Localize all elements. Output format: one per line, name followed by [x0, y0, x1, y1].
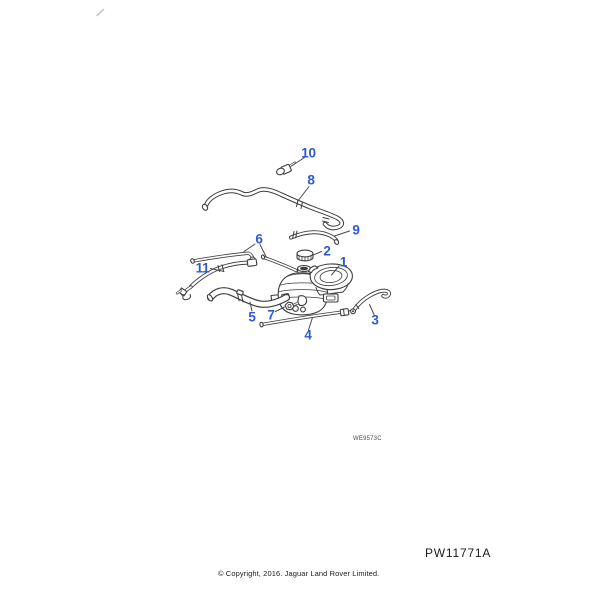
callout-10: 10 [301, 144, 316, 160]
part-1-expansion-tank-drawing [270, 263, 353, 316]
callout-11: 11 [195, 260, 210, 276]
callout-6: 6 [255, 230, 263, 246]
part-6-pipe-drawing [190, 251, 298, 273]
corner-tick-mark [96, 8, 105, 17]
copyright-text: © Copyright, 2016. Jaguar Land Rover Lim… [218, 569, 380, 578]
part-2-cap-drawing [296, 249, 314, 262]
part-11-hose-drawing [175, 258, 258, 301]
part-4-hose-drawing [259, 308, 353, 328]
callout-8: 8 [307, 172, 315, 188]
part-3-hose-drawing [350, 288, 392, 315]
drawing-number: PW11771A [425, 546, 492, 560]
part-10-connector-drawing [276, 161, 297, 176]
figure-code: WE9573C [353, 436, 382, 442]
part-9-hose-drawing [289, 230, 340, 245]
part-5-hose-drawing [206, 287, 291, 308]
callout-4: 4 [304, 327, 312, 343]
callout-7: 7 [267, 307, 275, 323]
callout-5: 5 [248, 309, 256, 325]
callout-1: 1 [339, 253, 348, 269]
part-8-hose-drawing [201, 187, 345, 231]
callout-leader-lines [210, 157, 375, 331]
callout-3: 3 [371, 312, 379, 328]
part-7-sensor-drawing [284, 301, 300, 311]
callout-2: 2 [323, 243, 331, 259]
callout-9: 9 [352, 222, 360, 238]
